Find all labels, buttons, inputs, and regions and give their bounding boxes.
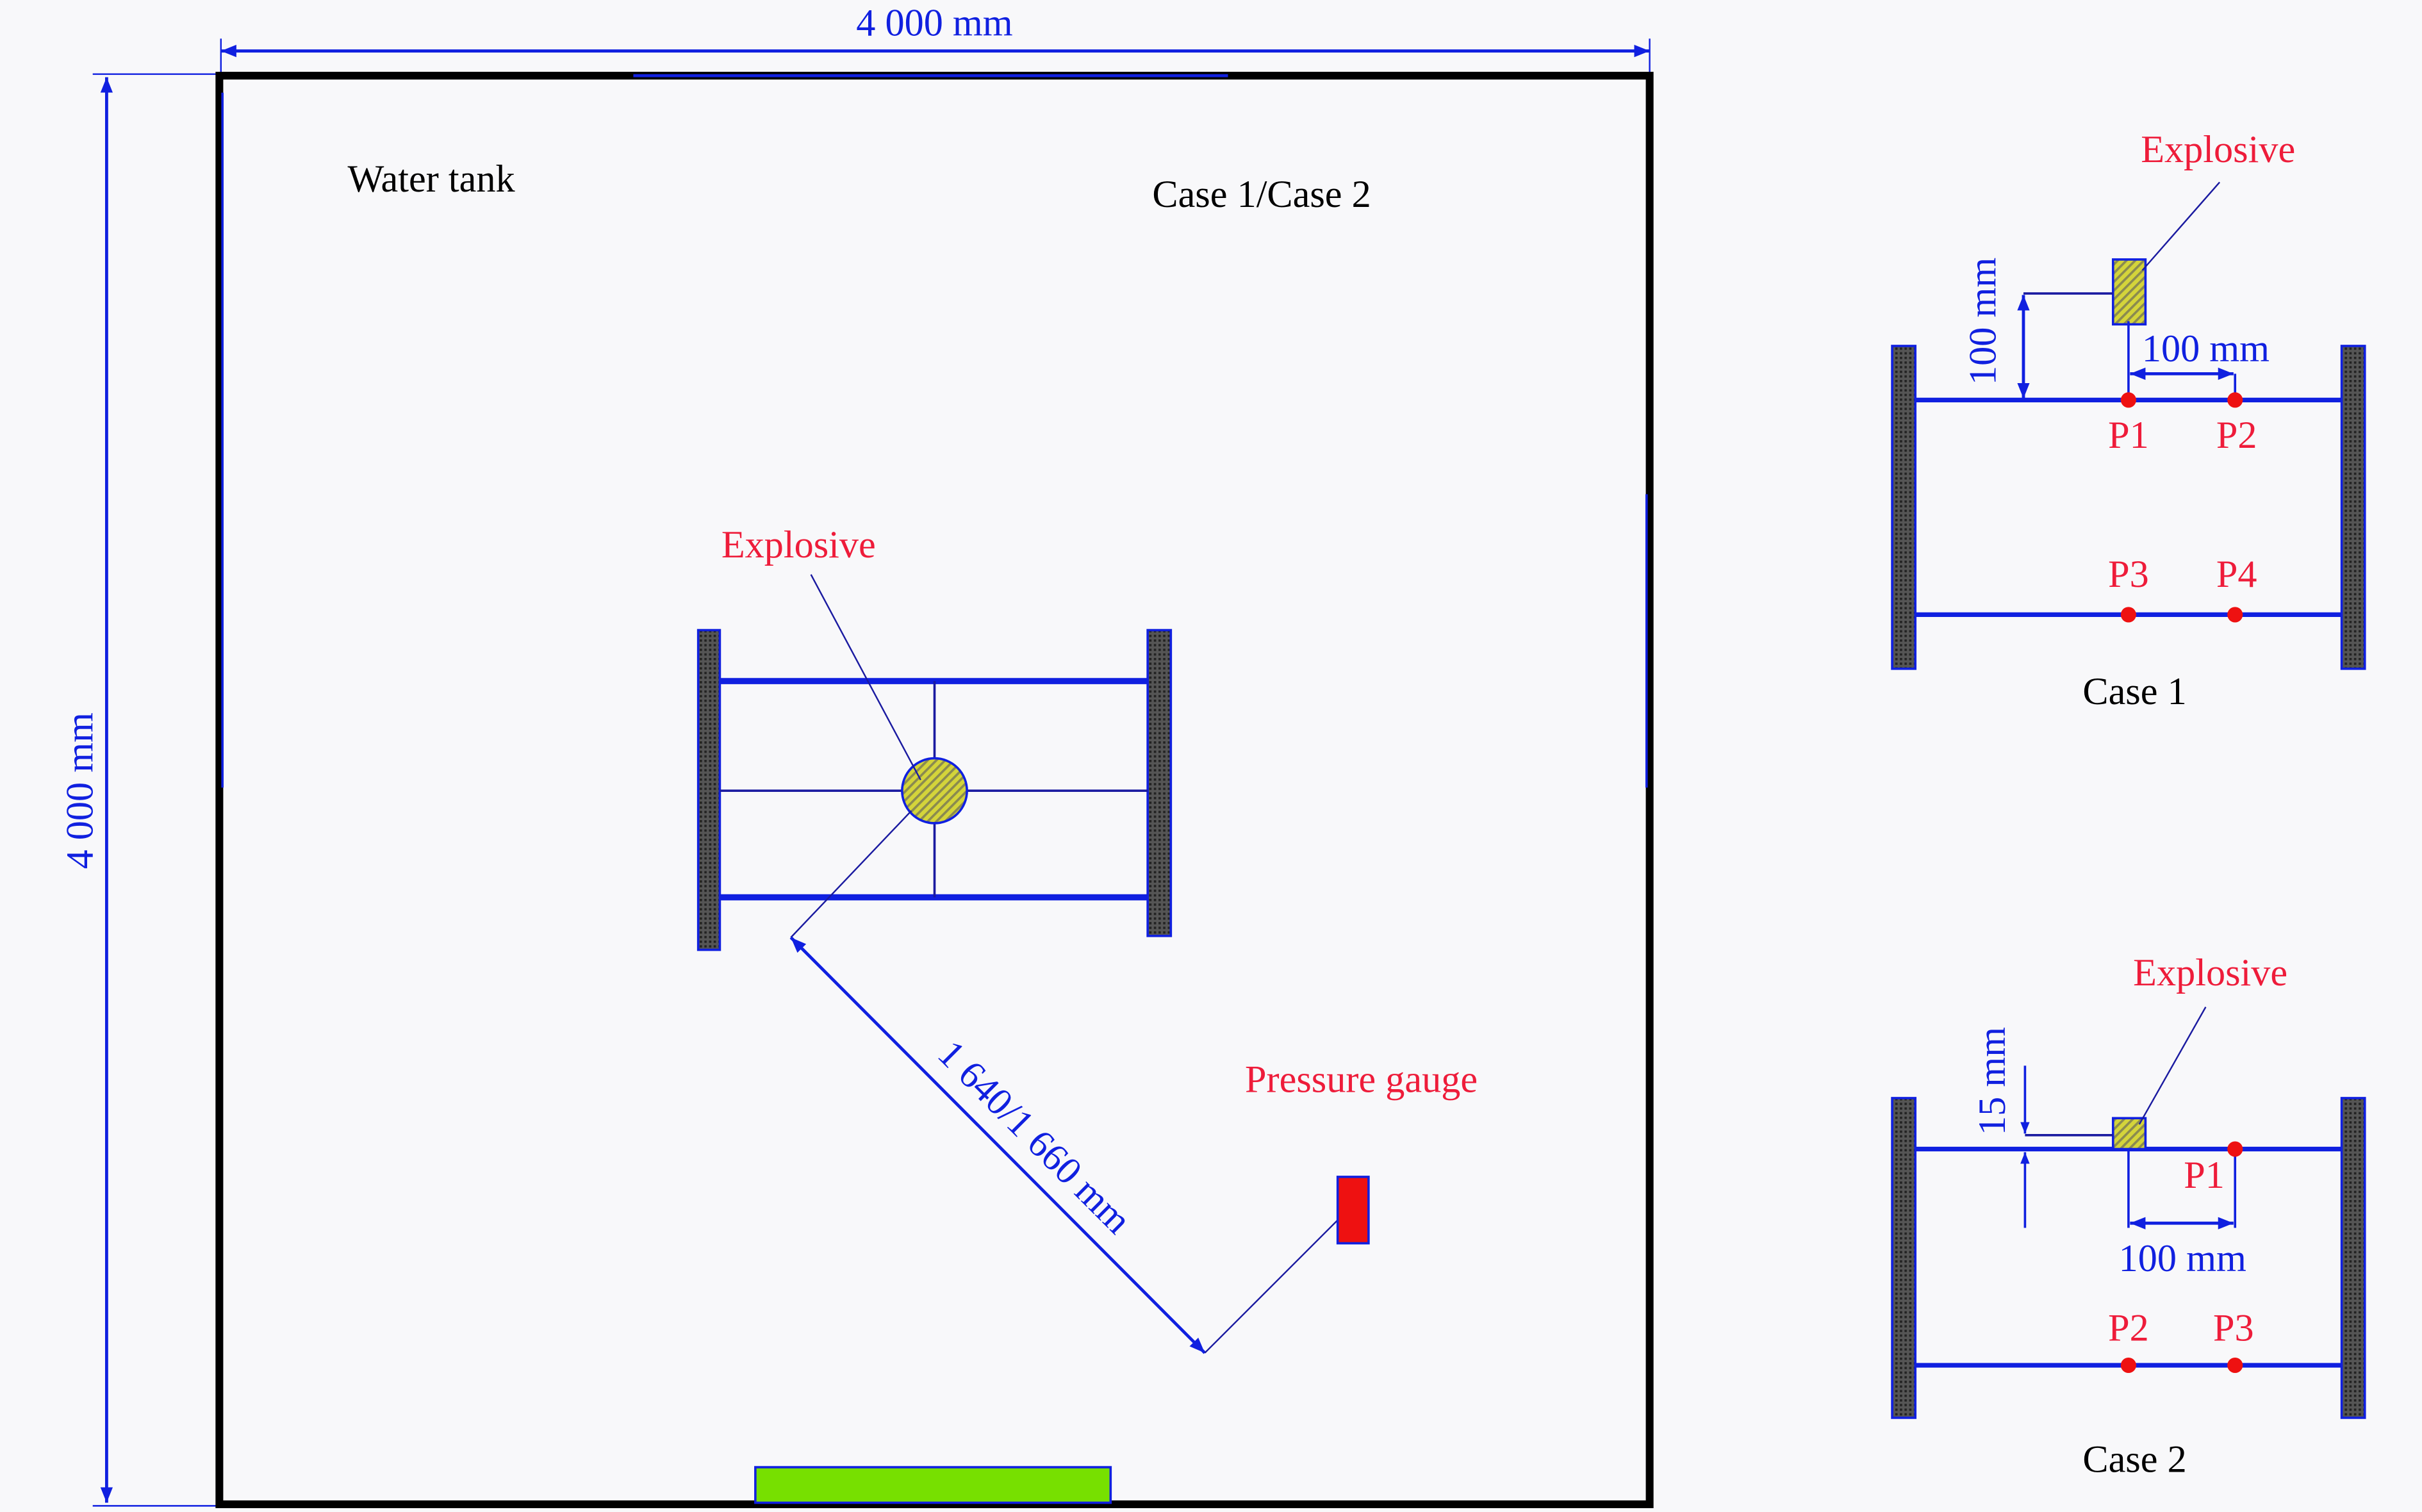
case2-p1: P1 [2184, 1154, 2225, 1197]
water-tank-label: Water tank [347, 158, 515, 201]
case2-explosive-label: Explosive [2133, 951, 2287, 994]
pressure-gauge [1336, 1176, 1370, 1245]
case2-detail: Explosive 15 mm 100 mm P1 P2 P3 Case 2 [1891, 951, 2366, 1481]
case1-p2: P2 [2216, 414, 2257, 457]
distance-label: 1 640/1 660 mm [930, 1032, 1140, 1242]
width-dimension: 4 000 mm [220, 1, 1651, 73]
case1-p4: P4 [2216, 553, 2257, 596]
cases-label: Case 1/Case 2 [1152, 173, 1371, 216]
distance-dimension [789, 936, 1207, 1354]
case2-vertical-dim: 15 mm [1971, 1027, 2014, 1135]
bottom-bar [754, 1466, 1112, 1504]
case1-explosive-label: Explosive [2141, 128, 2295, 171]
width-label: 4 000 mm [856, 1, 1012, 44]
case2-title: Case 2 [2082, 1438, 2186, 1481]
case2-p2: P2 [2108, 1306, 2149, 1349]
case1-detail: Explosive 100 mm 100 mm P1 P2 P3 P4 Case… [1891, 128, 2366, 713]
pressure-gauge-label: Pressure gauge [1245, 1058, 1478, 1101]
case1-horizontal-dim: 100 mm [2142, 327, 2270, 370]
height-label: 4 000 mm [59, 712, 102, 869]
case1-title: Case 1 [2082, 670, 2186, 713]
case1-vertical-dim: 100 mm [1962, 258, 2005, 385]
explosive-charge [901, 757, 968, 825]
case2-p3: P3 [2213, 1306, 2254, 1349]
case2-horizontal-dim: 100 mm [2119, 1237, 2246, 1280]
case1-p1: P1 [2108, 414, 2149, 457]
height-dimension: 4 000 mm [59, 73, 217, 1507]
case1-explosive [2111, 258, 2147, 326]
case1-p3: P3 [2108, 553, 2149, 596]
test-frame [696, 629, 1173, 951]
explosive-label: Explosive [721, 523, 876, 566]
